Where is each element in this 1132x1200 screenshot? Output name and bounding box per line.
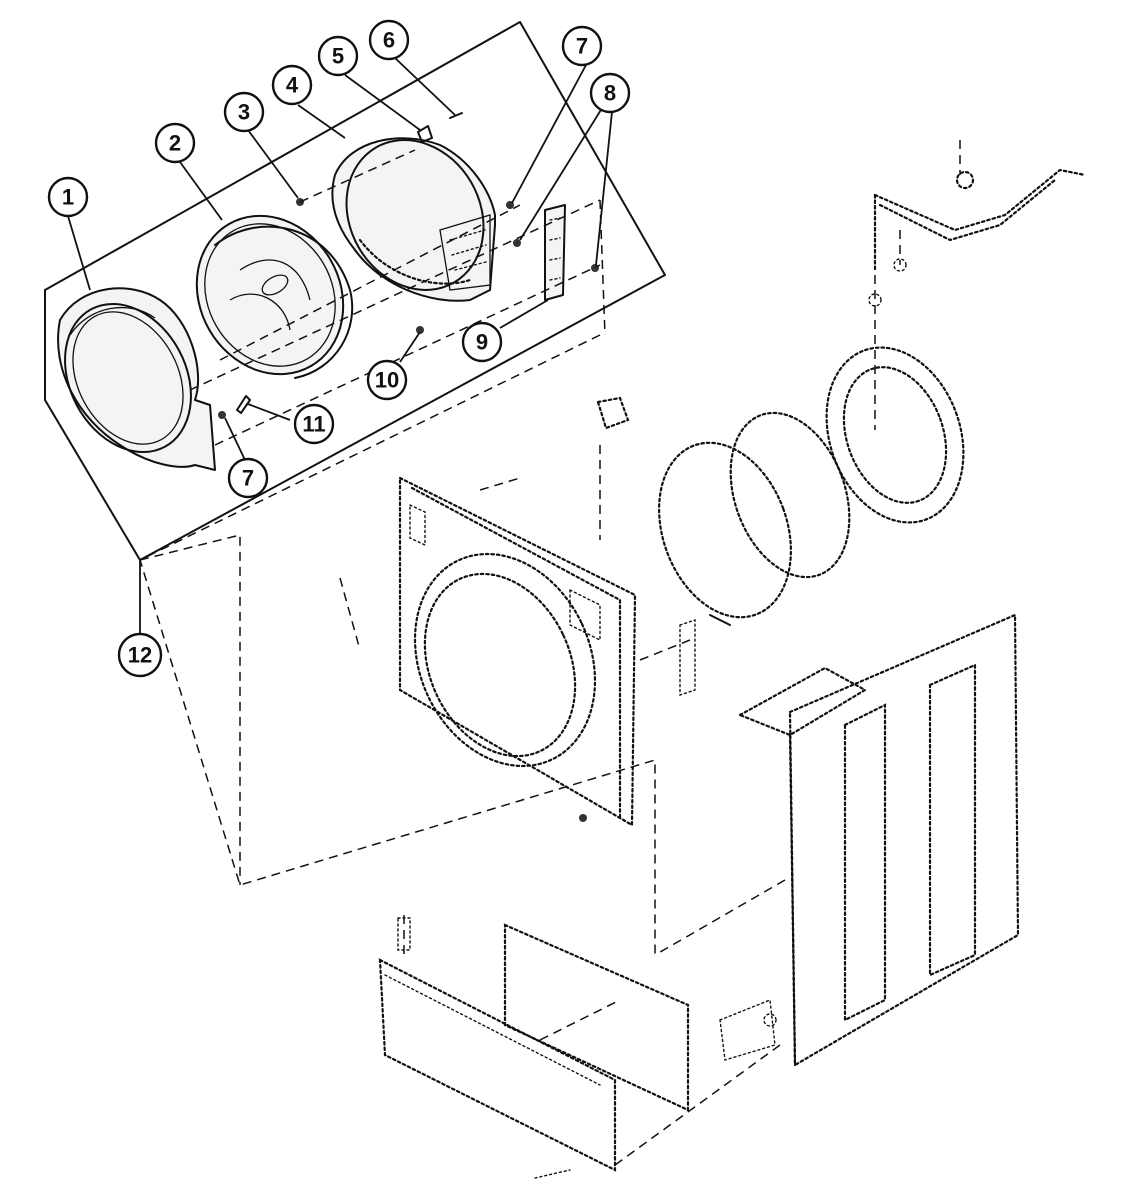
callout-11: 11 <box>293 403 335 445</box>
toe-kick-panel <box>378 915 781 1179</box>
cabinet-side-panel <box>654 613 1020 1067</box>
svg-text:7: 7 <box>242 466 254 491</box>
callout-5: 5 <box>317 35 359 77</box>
door-outer-ring <box>57 287 216 471</box>
callout-8: 8 <box>589 72 631 114</box>
callout-2: 2 <box>154 122 196 164</box>
svg-text:12: 12 <box>128 643 152 668</box>
svg-text:3: 3 <box>238 100 250 125</box>
door-inner-frame <box>331 137 496 302</box>
svg-text:9: 9 <box>476 330 488 355</box>
front-panel <box>139 334 656 955</box>
top-bracket-pipe <box>868 140 1087 430</box>
svg-text:5: 5 <box>332 44 344 69</box>
door-assembly-outline <box>44 21 666 561</box>
callout-7-bottom: 7 <box>227 457 269 499</box>
svg-text:8: 8 <box>604 81 616 106</box>
svg-text:10: 10 <box>375 368 399 393</box>
door-glass-bowl <box>195 214 354 379</box>
svg-text:4: 4 <box>286 73 299 98</box>
callout-leaders <box>67 57 613 634</box>
callout-10: 10 <box>366 359 408 401</box>
svg-text:6: 6 <box>383 28 395 53</box>
door-alignment-lines <box>189 149 606 446</box>
svg-text:11: 11 <box>302 412 325 437</box>
callout-4: 4 <box>271 64 313 106</box>
callout-1: 1 <box>47 176 89 218</box>
svg-text:7: 7 <box>576 34 588 59</box>
callout-7-top: 7 <box>561 25 603 67</box>
svg-text:1: 1 <box>62 185 74 210</box>
callout-3: 3 <box>223 91 265 133</box>
svg-text:2: 2 <box>169 131 181 156</box>
door-switch <box>596 396 630 430</box>
callout-6: 6 <box>368 19 410 61</box>
callout-9: 9 <box>461 321 503 363</box>
door-seal-rings <box>639 346 965 696</box>
door-hinge-plate <box>544 204 566 301</box>
callout-12: 12 <box>117 632 163 678</box>
